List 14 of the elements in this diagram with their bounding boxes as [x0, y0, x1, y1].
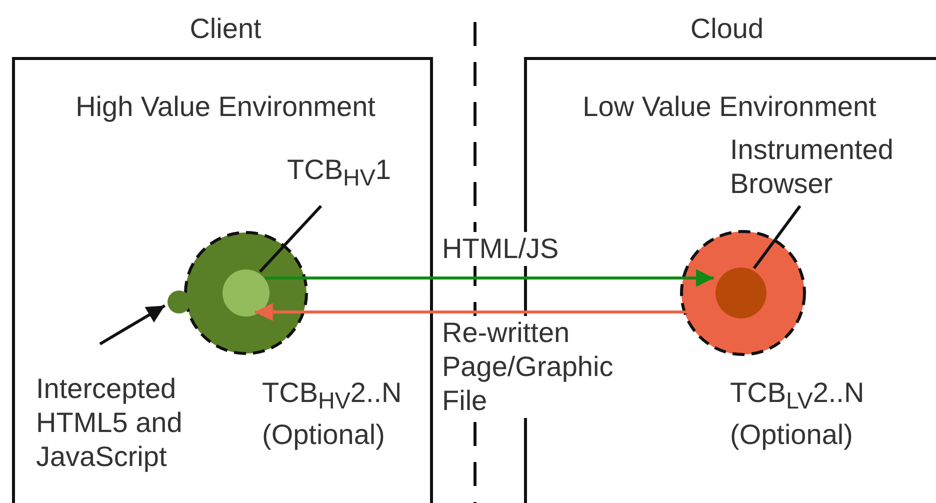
leader-line: [752, 205, 802, 270]
environment-heading: Low Value Environment: [582, 90, 878, 124]
caption-text: TCB$_{HV}$2..N (Optional): [262, 376, 403, 452]
arrow: [264, 269, 714, 287]
caption-text: TCB$_{LV}$2..N (Optional): [730, 376, 866, 452]
pointer-arrow: [99, 304, 166, 346]
component-label: TCB$_{HV}$1: [287, 153, 392, 193]
component-label: Intercepted HTML5 and JavaScript: [36, 372, 184, 474]
zone-heading: Client: [188, 12, 262, 46]
edge-label: HTML/JS: [442, 232, 559, 266]
leader-line: [258, 204, 322, 273]
zone-heading: Cloud: [689, 12, 765, 46]
environment-heading: High Value Environment: [74, 90, 376, 124]
component-label: Instrumented Browser: [730, 133, 894, 201]
